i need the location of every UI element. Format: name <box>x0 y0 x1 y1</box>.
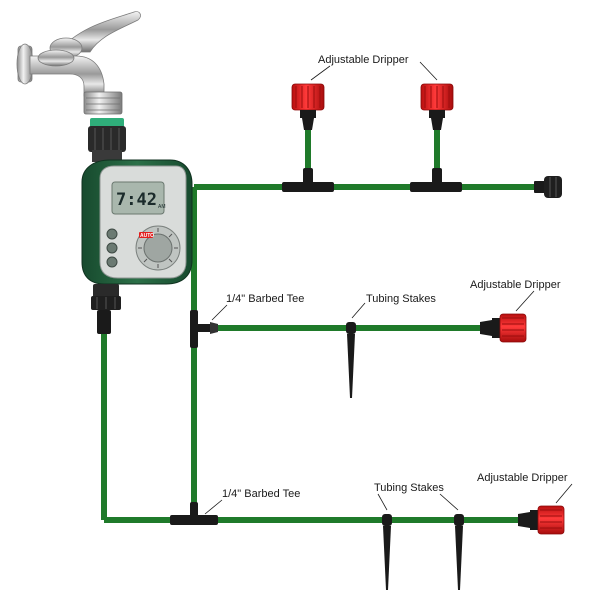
barbed-tee-bottom <box>170 502 218 525</box>
dripper-middle <box>480 313 527 343</box>
leader-line <box>439 493 459 511</box>
dripper-top-right <box>420 83 454 130</box>
leader-line <box>204 499 223 515</box>
leader-lines <box>204 61 573 515</box>
dripper-top-left <box>291 83 325 130</box>
label-adjustable-dripper-bottom: Adjustable Dripper <box>477 472 568 484</box>
label-barbed-tee-bottom: 1/4" Barbed Tee <box>222 488 300 500</box>
timer-button[interactable] <box>106 228 118 240</box>
outlet-adapter <box>97 310 111 334</box>
leader-line <box>515 290 535 312</box>
lcd-screen <box>111 181 165 215</box>
leader-line <box>377 493 388 511</box>
barbed-tee-middle <box>190 310 218 348</box>
tubing-stake-bottom-right <box>454 514 464 590</box>
outlet-nut <box>93 284 119 298</box>
label-tubing-stakes-bottom: Tubing Stakes <box>374 482 444 494</box>
leader-line <box>555 483 573 504</box>
inlet-washer <box>90 118 124 128</box>
dial-auto-label: AUTO <box>140 233 154 239</box>
dial-auto-marker <box>139 232 153 238</box>
tubing-stake-bottom-left <box>382 514 392 590</box>
leader-line <box>310 65 331 81</box>
leader-line <box>351 302 366 319</box>
inlet-nut <box>88 126 126 152</box>
leader-line <box>211 304 228 321</box>
dripper-bottom <box>518 505 565 535</box>
leader-line <box>419 61 438 81</box>
tubing-stake-middle <box>346 322 356 398</box>
timer-button[interactable] <box>106 256 118 268</box>
label-adjustable-dripper-top: Adjustable Dripper <box>318 54 409 66</box>
label-adjustable-dripper-middle: Adjustable Dripper <box>470 279 561 291</box>
lcd-indicator: AM <box>158 204 166 210</box>
barbed-tee-top-left <box>282 168 334 192</box>
timer-button[interactable] <box>106 242 118 254</box>
lcd-time: 7:42 <box>116 190 157 210</box>
tubing <box>101 128 536 523</box>
dial-knob[interactable] <box>143 233 173 263</box>
end-plug <box>534 176 562 198</box>
label-tubing-stakes-middle: Tubing Stakes <box>366 293 436 305</box>
faucet <box>16 11 141 115</box>
water-timer: 7:42 AM AUTO <box>81 118 193 334</box>
barbed-tee-top-right <box>410 168 462 192</box>
label-barbed-tee-middle: 1/4" Barbed Tee <box>226 293 304 305</box>
